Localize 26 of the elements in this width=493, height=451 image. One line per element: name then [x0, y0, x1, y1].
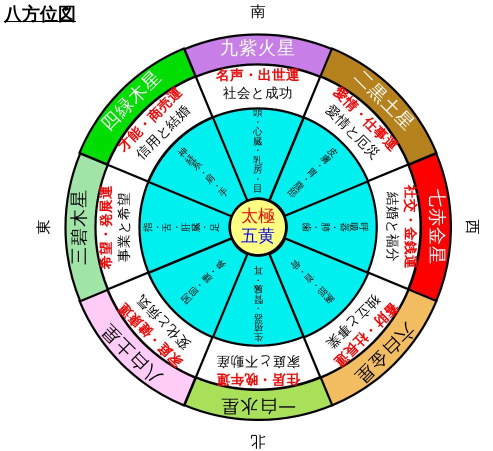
body-part-text: 胸部・首・骨 [288, 257, 336, 304]
center-text: 五黄 [241, 228, 275, 246]
body-part-text: 神経系・肩・手 [177, 146, 232, 200]
theme-text: 結婚と福分 [384, 192, 398, 262]
star-name: 七赤金星 [426, 188, 445, 265]
fortune-text: 名声・出世運 [216, 69, 300, 83]
body-part-text: 呼吸器・肺・歯 [300, 222, 368, 232]
theme-text: 家庭と不動産 [216, 353, 300, 367]
body-part-text: 皮膚・胃・腹部 [284, 146, 339, 200]
direction-label: 北 [250, 434, 266, 448]
title: 八方位図 [4, 6, 76, 24]
direction-label: 東 [36, 220, 52, 234]
direction-label: 南 [250, 4, 266, 20]
star-name: 三碧木星 [71, 188, 89, 265]
star-name: 九紫火星 [220, 40, 296, 58]
fortune-text: 住居・晩年運 [216, 371, 300, 385]
body-part-text: 指・舌・肝臓・足 [144, 222, 220, 232]
star-name: 一白水星 [220, 396, 296, 414]
body-part-text: 関節・腰・鼻 [180, 257, 228, 304]
theme-text: 社会と成功 [222, 87, 293, 101]
center-text: 太極 [241, 208, 275, 226]
direction-label: 西 [464, 220, 480, 234]
body-part-text: 生殖器・腎臓・耳 [253, 264, 263, 341]
fortune-text: 希望・発展運 [100, 184, 114, 269]
theme-text: 事業と希望 [118, 192, 132, 262]
fortune-text: 社交・金銭運 [402, 184, 416, 269]
